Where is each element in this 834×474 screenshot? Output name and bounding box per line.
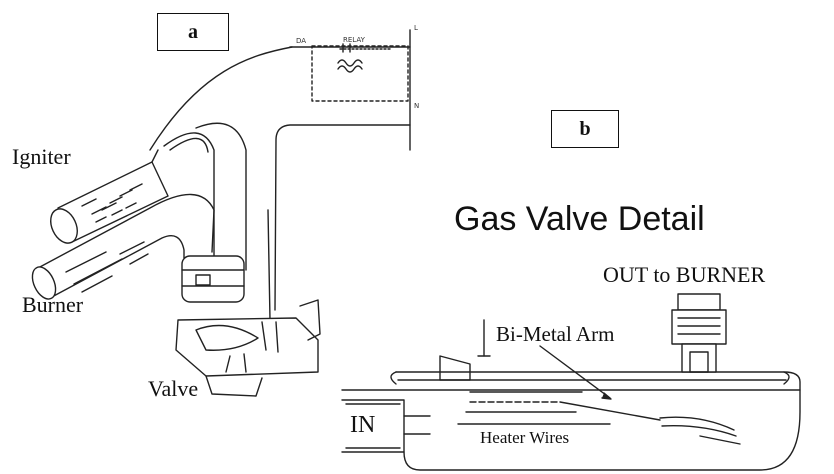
terminal-n-label: N [414, 102, 419, 110]
igniter-label: Igniter [12, 144, 71, 169]
out-fitting [671, 293, 727, 373]
bimetal-pointer [539, 345, 611, 399]
igniter-wire [149, 46, 293, 151]
bimetal-arm-label: Bi-Metal Arm [496, 322, 615, 346]
valve-label: Valve [148, 376, 199, 401]
wire-tag-label: DA [296, 37, 306, 45]
in-label: IN [350, 412, 376, 438]
panel-b-label: b [551, 110, 619, 148]
valve-wire [274, 124, 411, 311]
relay-box [311, 43, 409, 102]
out-to-burner-label: OUT to BURNER [603, 262, 766, 287]
valve [175, 255, 321, 397]
relay-label: RELAY [343, 36, 366, 44]
valve-cross-section [341, 319, 801, 471]
igniter [50, 149, 169, 244]
heater-wires-label: Heater Wires [480, 428, 570, 447]
panel-a-label: a [157, 13, 229, 51]
burner [31, 193, 215, 300]
burner-label: Burner [22, 292, 84, 317]
terminal-l-label: L [414, 24, 418, 32]
gas-valve-detail-title: Gas Valve Detail [454, 200, 705, 238]
